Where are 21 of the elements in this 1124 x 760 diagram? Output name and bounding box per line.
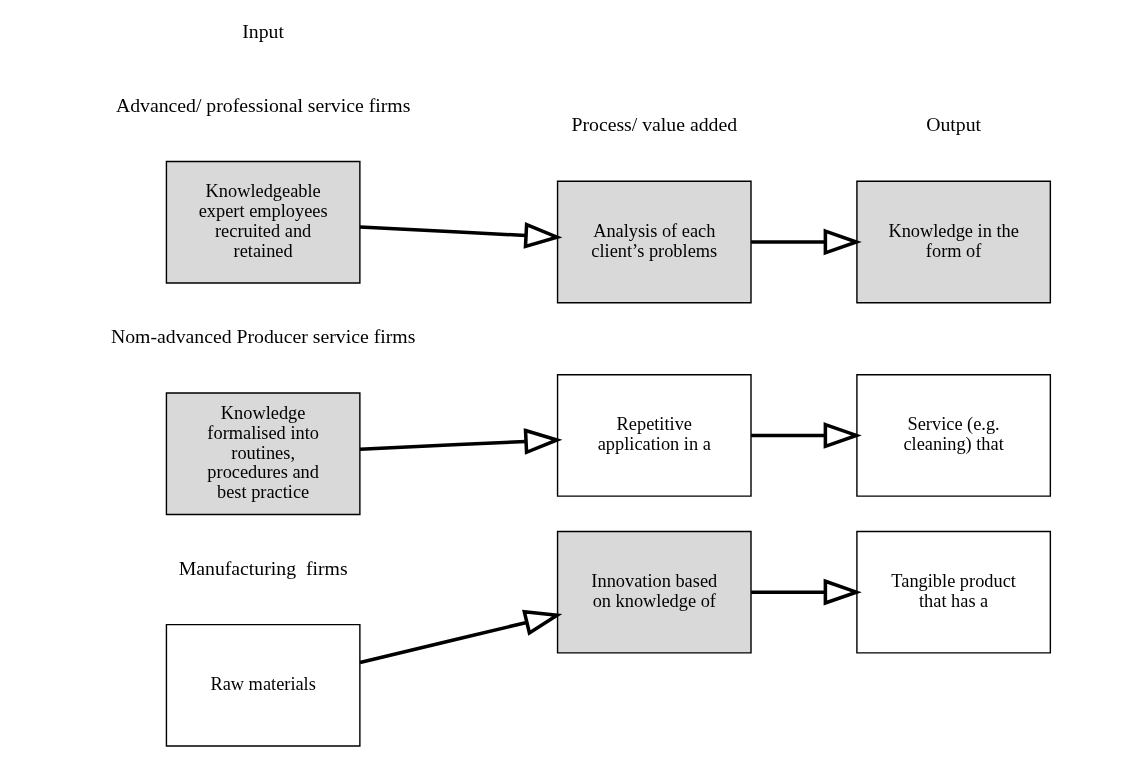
node-box: Knowledgeable expert employees recruited and retained [165, 160, 361, 284]
node-box: Repetitive application in a [556, 374, 752, 497]
label: Output [925, 113, 981, 136]
node-box: Analysis of each client’s problems [556, 180, 752, 304]
arrow [750, 578, 862, 606]
arrow [359, 428, 562, 455]
label: Input [241, 20, 284, 43]
arrow [750, 228, 862, 256]
node-box: Innovation based on knowledge of [556, 530, 752, 654]
node-box: Raw materials [165, 623, 361, 747]
arrow [359, 222, 562, 249]
label: Process/ value added [570, 113, 737, 136]
arrow [359, 609, 562, 665]
arrow [750, 422, 862, 449]
label: Nom-advanced Producer service firms [110, 325, 415, 348]
node-box: Knowledge formalised into routines, procedures and best practice [165, 392, 361, 516]
label: Advanced/ professional service firms [115, 93, 410, 116]
node-box: Tangible product that has a [855, 530, 1051, 654]
node-box: Service (e.g. cleaning) that [855, 374, 1051, 497]
node-box: Knowledge in the form of [855, 180, 1051, 304]
label: Manufacturing firms [178, 556, 348, 579]
